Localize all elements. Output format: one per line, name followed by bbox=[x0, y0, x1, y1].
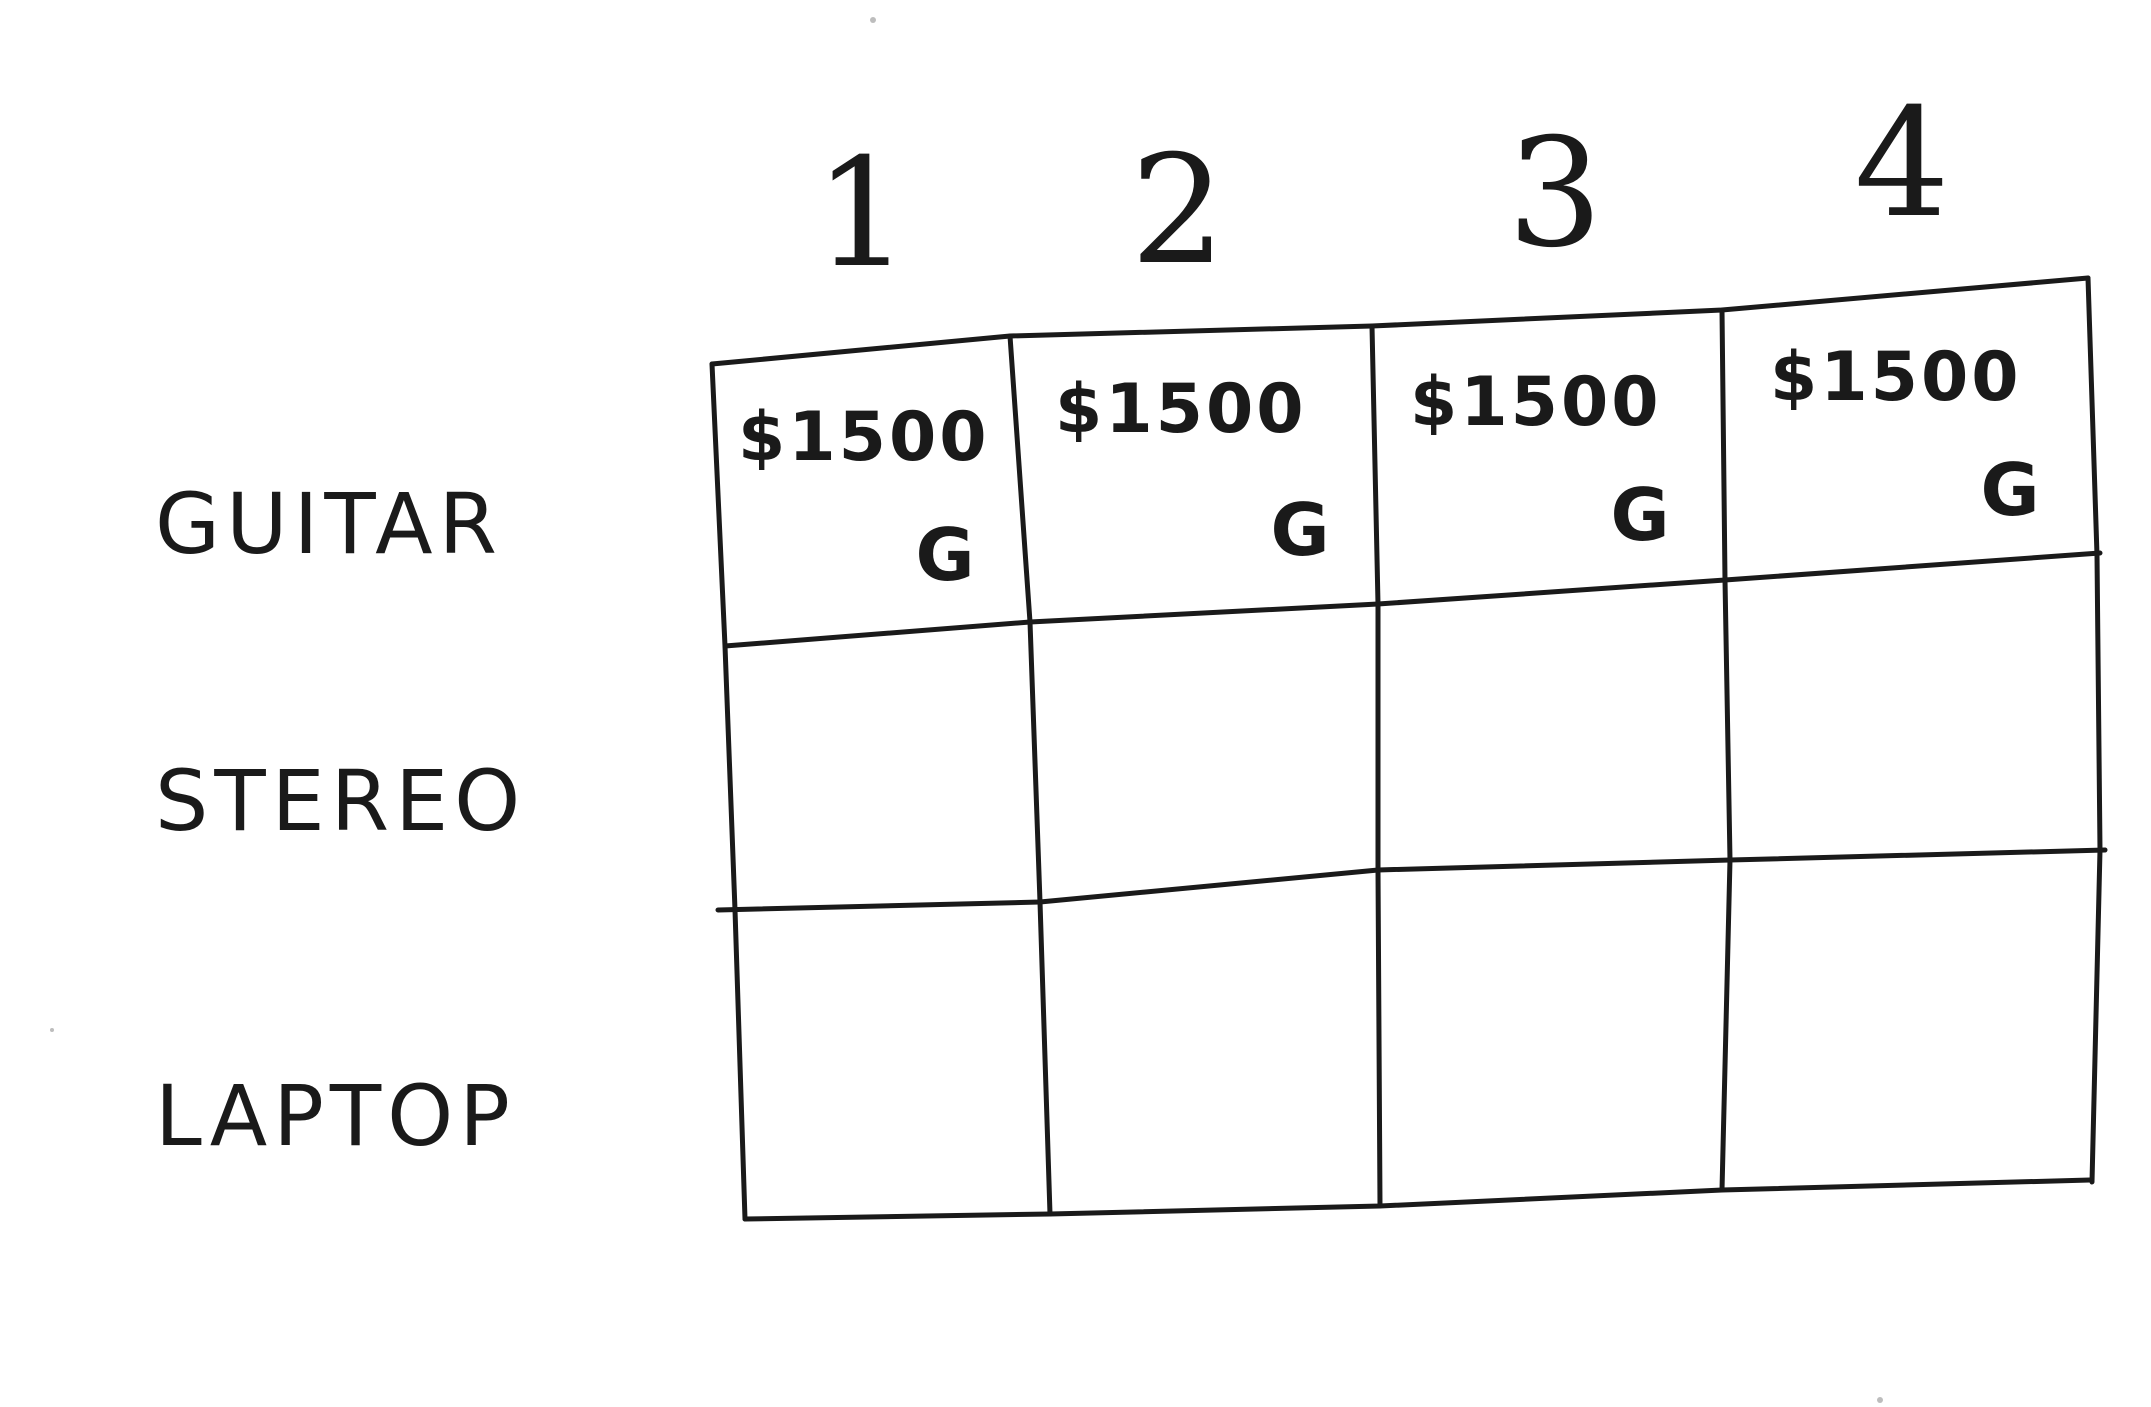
grid-left-border bbox=[709, 361, 748, 1222]
row-labels: GUITAR STEREO LAPTOP bbox=[155, 475, 526, 1165]
column-headers: 1 2 3 4 bbox=[814, 77, 1949, 301]
row-label-guitar: GUITAR bbox=[155, 475, 503, 573]
column-header-2: 2 bbox=[1130, 124, 1225, 298]
paper-speck bbox=[870, 17, 876, 23]
grid-column-divider-1 bbox=[1007, 333, 1053, 1217]
row-label-laptop: LAPTOP bbox=[155, 1067, 516, 1165]
cell-price-guitar-1: $1500 bbox=[738, 398, 990, 477]
row-guitar-cells: $1500 G $1500 G $1500 G $1500 G bbox=[738, 338, 2040, 597]
cell-mark-guitar-1: G bbox=[915, 513, 974, 597]
paper-speck bbox=[1877, 1397, 1883, 1403]
grid bbox=[709, 275, 2108, 1222]
row-label-stereo: STEREO bbox=[155, 752, 526, 850]
grid-right-border bbox=[2085, 275, 2103, 1185]
grid-row-divider-2 bbox=[715, 847, 2108, 913]
cell-price-guitar-3: $1500 bbox=[1410, 363, 1662, 442]
column-header-3: 3 bbox=[1507, 107, 1602, 281]
grid-column-divider-2 bbox=[1369, 323, 1383, 1209]
cell-mark-guitar-3: G bbox=[1610, 473, 1669, 557]
column-header-4: 4 bbox=[1854, 77, 1949, 251]
cell-mark-guitar-4: G bbox=[1980, 448, 2039, 532]
cell-price-guitar-2: $1500 bbox=[1055, 370, 1307, 449]
cell-price-guitar-4: $1500 bbox=[1770, 338, 2022, 417]
cell-mark-guitar-2: G bbox=[1270, 488, 1329, 572]
column-header-1: 1 bbox=[814, 127, 909, 301]
grid-column-divider-3 bbox=[1719, 307, 1733, 1193]
grid-bottom-border bbox=[742, 1177, 2093, 1222]
paper-speck bbox=[50, 1028, 54, 1032]
